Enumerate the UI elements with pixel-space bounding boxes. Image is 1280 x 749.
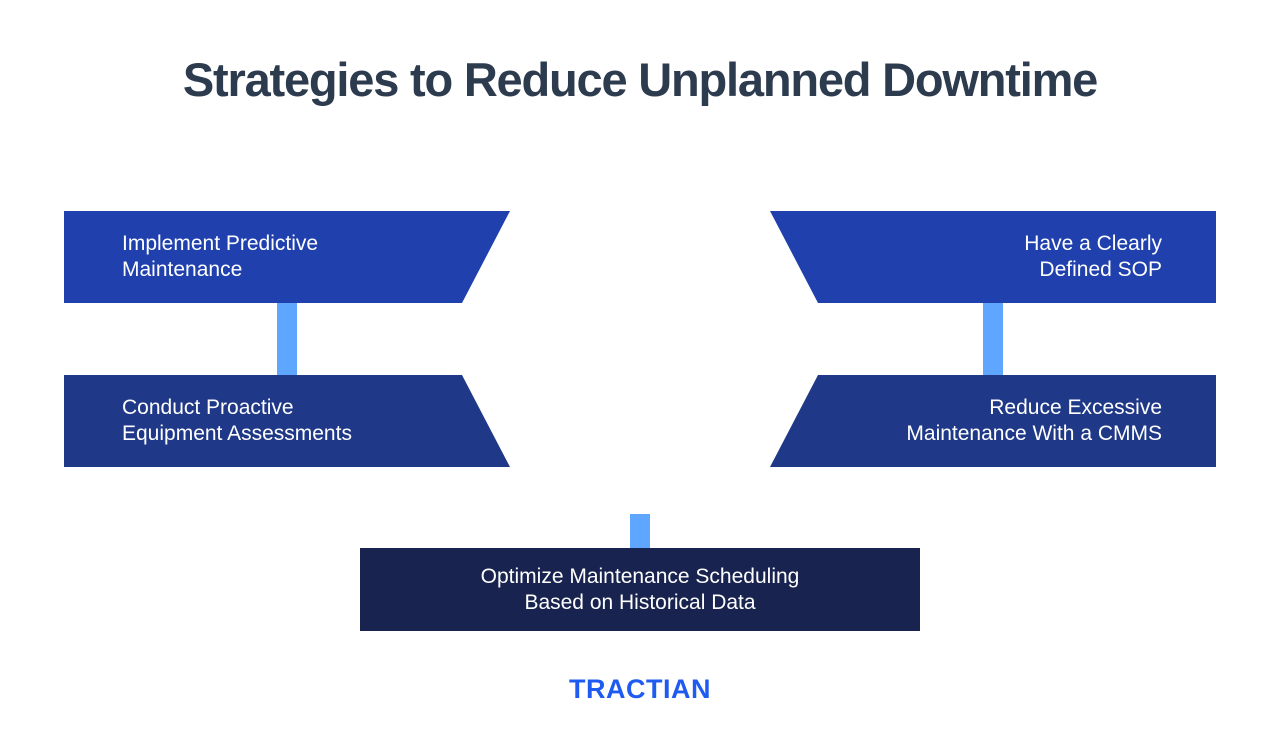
strategy-label: Have a Clearly Defined SOP: [1024, 232, 1162, 281]
strategy-box-defined-sop: Have a Clearly Defined SOP: [770, 211, 1216, 303]
strategy-label: Reduce Excessive Maintenance With a CMMS: [906, 396, 1162, 445]
strategy-label: Implement Predictive Maintenance: [122, 232, 319, 281]
strategy-box-scheduling: Optimize Maintenance Scheduling Based on…: [360, 548, 920, 631]
tractian-logo: TRACTIAN: [569, 674, 711, 704]
strategy-box-proactive-assessments: Conduct Proactive Equipment Assessments: [64, 375, 510, 467]
connector-left: [277, 303, 297, 375]
strategy-box-cmms: Reduce Excessive Maintenance With a CMMS: [770, 375, 1216, 467]
connector-right: [983, 303, 1003, 375]
connector-bottom: [630, 514, 650, 548]
strategy-label: Optimize Maintenance Scheduling Based on…: [480, 564, 800, 614]
page-title: Strategies to Reduce Unplanned Downtime: [182, 53, 1098, 106]
strategy-label: Conduct Proactive Equipment Assessments: [122, 396, 352, 445]
strategy-box-predictive-maintenance: Implement Predictive Maintenance: [64, 211, 510, 303]
